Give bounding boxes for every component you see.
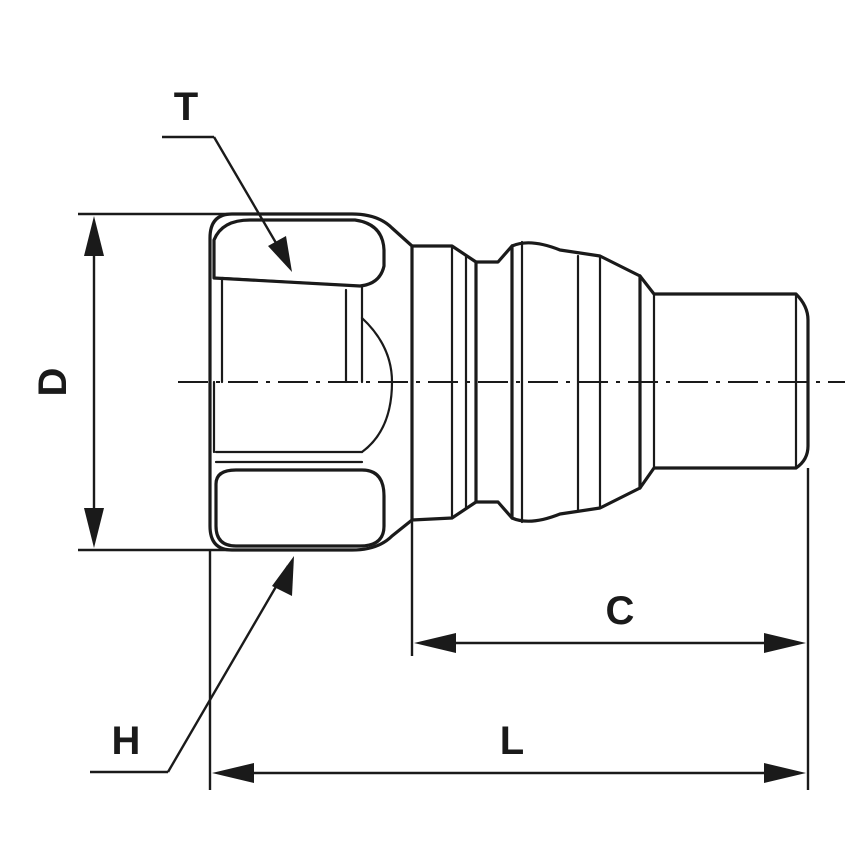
dimension-l	[208, 550, 806, 790]
label-h: H	[112, 719, 141, 763]
leader-h	[90, 556, 294, 774]
label-t: T	[174, 85, 198, 129]
label-c: C	[606, 589, 635, 633]
hex-nut	[208, 212, 414, 552]
dimension-d	[78, 212, 232, 552]
label-d: D	[31, 368, 75, 397]
label-l: L	[500, 719, 524, 763]
plug-body	[410, 240, 810, 524]
leader-t	[162, 135, 292, 272]
dimension-c	[410, 468, 810, 790]
